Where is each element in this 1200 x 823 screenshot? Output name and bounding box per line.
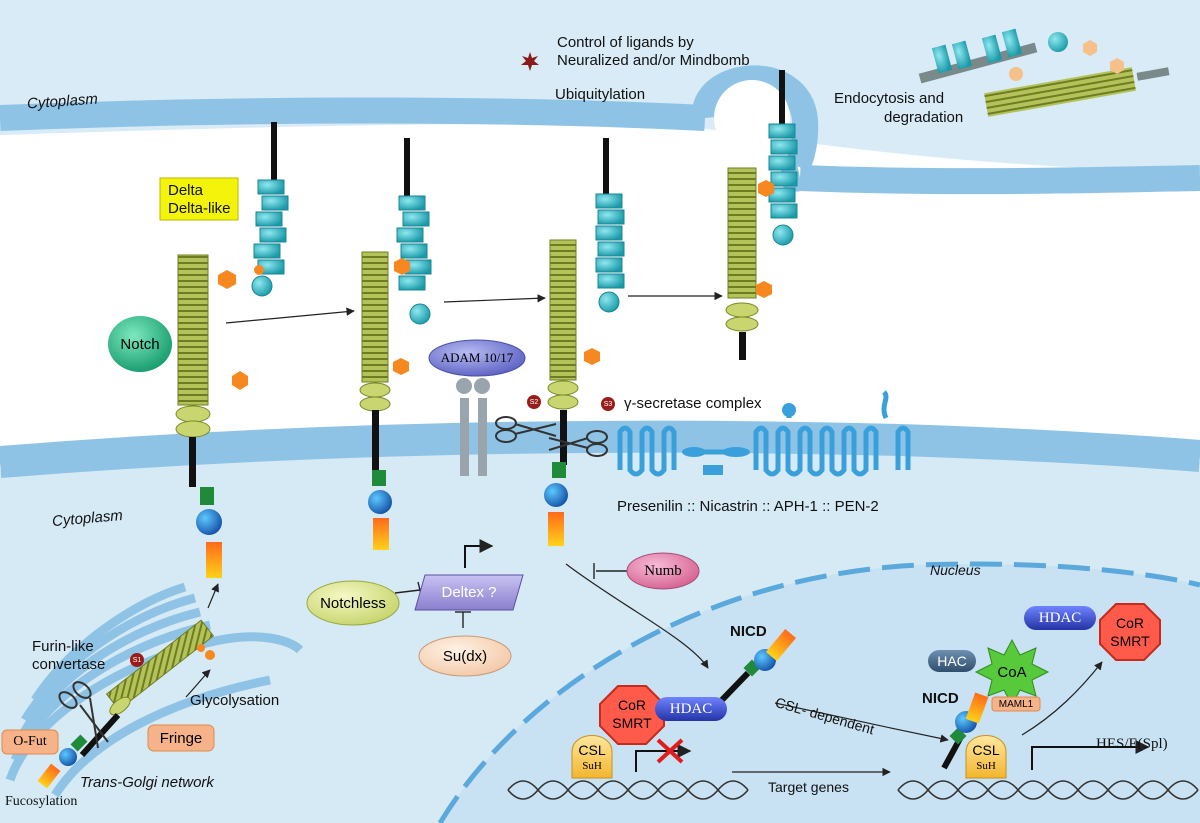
hes-label: HES/E(Spl) bbox=[1096, 736, 1168, 752]
cor2-label-2: SMRT bbox=[1110, 633, 1150, 649]
ofut-box bbox=[1, 729, 59, 755]
delta-ligand-3 bbox=[595, 138, 625, 313]
blocked-x-icon bbox=[656, 738, 684, 764]
nicd-bound bbox=[941, 692, 989, 770]
csl-shape-2 bbox=[965, 735, 1007, 779]
scissors-s2-icon bbox=[495, 416, 557, 443]
s3-badge bbox=[601, 397, 615, 411]
hdac-pill bbox=[655, 697, 727, 721]
maml1-box bbox=[991, 696, 1041, 712]
control-ligands-label-2: Neuralized and/or Mindbomb bbox=[557, 52, 750, 69]
ofut-label: O-Fut bbox=[13, 734, 47, 749]
ubiquitin-star-icon bbox=[521, 52, 539, 71]
cor-label-1: CoR bbox=[617, 697, 646, 713]
nuclear-envelope bbox=[437, 561, 1200, 823]
control-ligands-label-1: Control of ligands by bbox=[557, 34, 694, 51]
numb-ellipse bbox=[626, 552, 700, 590]
numb-label: Numb bbox=[644, 562, 682, 579]
notch-label: Notch bbox=[120, 335, 160, 353]
cor-octagon bbox=[599, 685, 665, 745]
csl-label: CSL bbox=[578, 742, 606, 758]
bottom-membrane bbox=[0, 420, 1200, 478]
deltex-label: Deltex ? bbox=[441, 583, 497, 601]
golgi-notch-precursor bbox=[37, 619, 215, 789]
dna-helix-right bbox=[897, 780, 1199, 800]
fringe-label: Fringe bbox=[159, 729, 203, 747]
adam-protease bbox=[456, 378, 490, 476]
degraded-proteins bbox=[918, 28, 1170, 117]
trans-golgi-label: Trans-Golgi network bbox=[80, 774, 214, 791]
top-membrane bbox=[0, 97, 706, 131]
cor-label-2: SMRT bbox=[612, 715, 652, 731]
s1-badge bbox=[130, 653, 144, 667]
adam-label: ADAM 10/17 bbox=[440, 350, 514, 365]
cor2-label-1: CoR bbox=[1115, 615, 1144, 631]
endocytosis-label-1: Endocytosis and bbox=[834, 90, 945, 107]
nicd-free bbox=[717, 629, 797, 705]
sudx-label: Su(dx) bbox=[442, 647, 488, 665]
notch-receptor-4 bbox=[725, 167, 774, 360]
hac-pill bbox=[928, 650, 976, 672]
notchless-ellipse bbox=[306, 580, 400, 626]
delta-ligand-2 bbox=[396, 138, 432, 325]
s3-label: S3 bbox=[603, 400, 613, 408]
nucleus-label: Nucleus bbox=[930, 562, 981, 578]
csl-label-2: CSL bbox=[972, 742, 1000, 758]
nicd-label-2: NICD bbox=[922, 690, 959, 707]
delta-ligand-1 bbox=[218, 122, 289, 297]
target-genes-label: Target genes bbox=[768, 779, 849, 795]
hdac-label: HDAC bbox=[669, 700, 713, 717]
delta-label: Delta bbox=[168, 182, 204, 199]
notchless-label: Notchless bbox=[320, 594, 386, 612]
furin-label-2: convertase bbox=[32, 656, 106, 673]
suh-label-2: SuH bbox=[976, 760, 996, 772]
top-membrane-right bbox=[799, 165, 1200, 195]
nucleus-region bbox=[440, 564, 1200, 823]
deltex-shape bbox=[414, 574, 524, 611]
nicd-label: NICD bbox=[730, 623, 767, 640]
gamma-secretase-label: γ-secretase complex bbox=[624, 395, 762, 412]
ubiquitylation-label: Ubiquitylation bbox=[555, 86, 646, 103]
scissors-s3-icon bbox=[548, 430, 608, 457]
notch-receptor-3 bbox=[544, 239, 600, 546]
s2-label: S2 bbox=[529, 398, 539, 406]
maml1-label: MAML1 bbox=[998, 698, 1034, 710]
hdac-pill-2 bbox=[1024, 606, 1096, 630]
s2-badge bbox=[527, 395, 541, 409]
fringe-box bbox=[147, 724, 215, 752]
notch-receptor-1 bbox=[175, 254, 248, 578]
cor-octagon-2 bbox=[1099, 603, 1161, 661]
dna-helix-left bbox=[507, 780, 749, 800]
progression-arrows bbox=[185, 291, 1103, 777]
suh-label: SuH bbox=[582, 760, 602, 772]
hdac-label-2: HDAC bbox=[1038, 609, 1082, 626]
furin-label-1: Furin-like bbox=[32, 638, 94, 655]
sudx-ellipse bbox=[418, 635, 512, 677]
scissors-s1-icon bbox=[58, 681, 109, 749]
notch-ellipse bbox=[108, 316, 172, 372]
delta-box bbox=[159, 177, 239, 221]
s1-label: S1 bbox=[132, 656, 142, 664]
secretase-components-label: Presenilin :: Nicastrin :: APH-1 :: PEN-… bbox=[617, 498, 879, 515]
deltex-transcription-arrow bbox=[464, 539, 494, 568]
secretase-accents bbox=[682, 403, 796, 475]
coa-label: CoA bbox=[997, 663, 1027, 681]
hac-label: HAC bbox=[937, 653, 967, 669]
notch-receptor-2 bbox=[359, 251, 410, 550]
active-transcription-arrow bbox=[1031, 740, 1150, 770]
delta-like-label: Delta-like bbox=[168, 200, 231, 217]
delta-ligand-4 bbox=[768, 70, 798, 246]
glycolysation-label: Glycolysation bbox=[190, 692, 280, 709]
adam-ellipse bbox=[428, 339, 526, 377]
fucosylation-label: Fucosylation bbox=[5, 794, 78, 809]
endocytosis-label-2: degradation bbox=[884, 109, 964, 126]
csl-shape bbox=[571, 735, 613, 779]
